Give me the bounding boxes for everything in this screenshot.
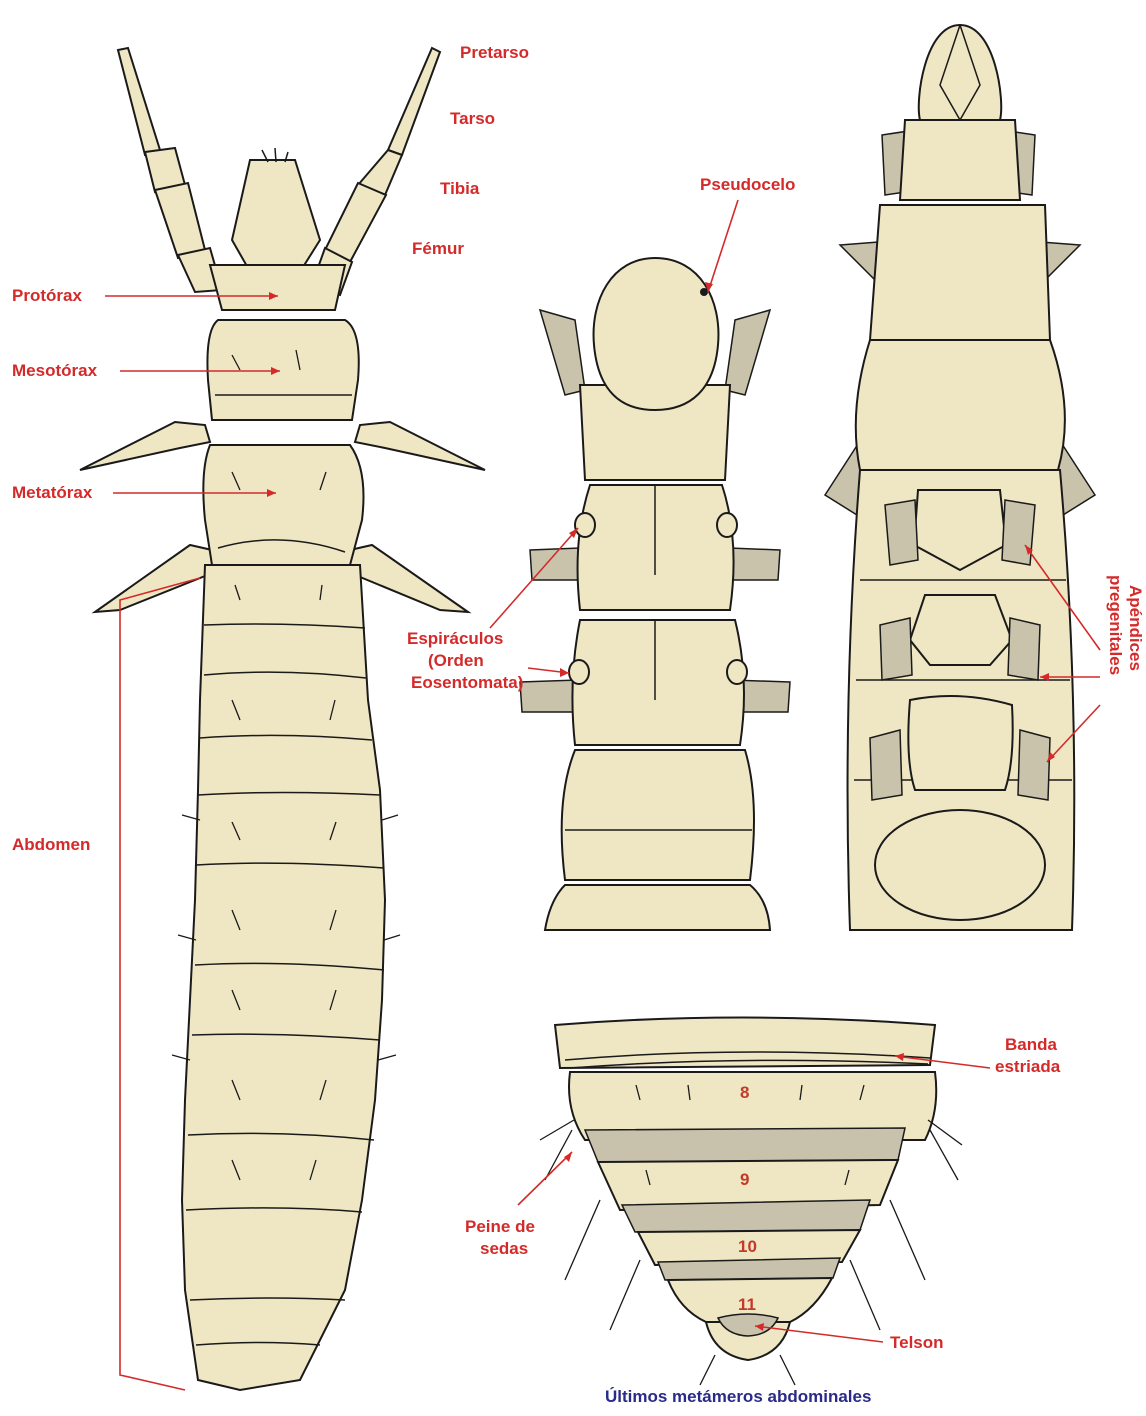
right-head [919,25,1001,120]
label-pseudocelo: Pseudocelo [700,175,795,194]
last-abdominal-segments [540,1018,962,1386]
segment-number-10: 10 [738,1237,757,1256]
label-espiraculos-2: (Orden [428,651,484,670]
label-peine-2: sedas [480,1239,528,1258]
label-banda-2: estriada [995,1057,1061,1076]
arrowhead-peine [564,1152,572,1162]
label-mesotorax: Mesotórax [12,361,98,380]
label-pretarso: Pretarso [460,43,529,62]
label-apendices-2: pregenitales [1106,575,1125,675]
label-tarso: Tarso [450,109,495,128]
foreleg-left [118,48,222,292]
label-abdomen: Abdomen [12,835,90,854]
midleg-right [355,422,485,470]
label-banda-1: Banda [1005,1035,1058,1054]
arrowhead-espiraculo-lower [560,668,569,677]
segment-number-9: 9 [740,1170,749,1189]
hindleg-right [348,545,468,612]
arrow-peine [518,1152,572,1205]
label-femur: Fémur [412,239,464,258]
label-espiraculos-3: Eosentomata) [411,673,523,692]
metathorax [203,445,363,565]
segment-number-11: 11 [738,1295,756,1314]
midleg-left [80,422,210,470]
segment-number-8: 8 [740,1083,749,1102]
arrow-pseudocelo [708,200,738,292]
label-apendices-1: Apéndices [1126,585,1145,671]
head [232,160,320,275]
abdomen [182,565,385,1390]
mesothorax [207,320,358,420]
middle-head [594,258,719,410]
ventral-view-middle [520,258,790,930]
caption-last-metameres: Últimos metámeros abdominales [605,1387,871,1406]
label-tibia: Tibia [440,179,480,198]
prothorax [210,265,345,310]
ventral-view-right [825,25,1095,930]
label-metatorax: Metatórax [12,483,93,502]
label-espiraculos-1: Espiráculos [407,629,503,648]
label-telson: Telson [890,1333,944,1352]
label-protorax: Protórax [12,286,82,305]
label-peine-1: Peine de [465,1217,535,1236]
